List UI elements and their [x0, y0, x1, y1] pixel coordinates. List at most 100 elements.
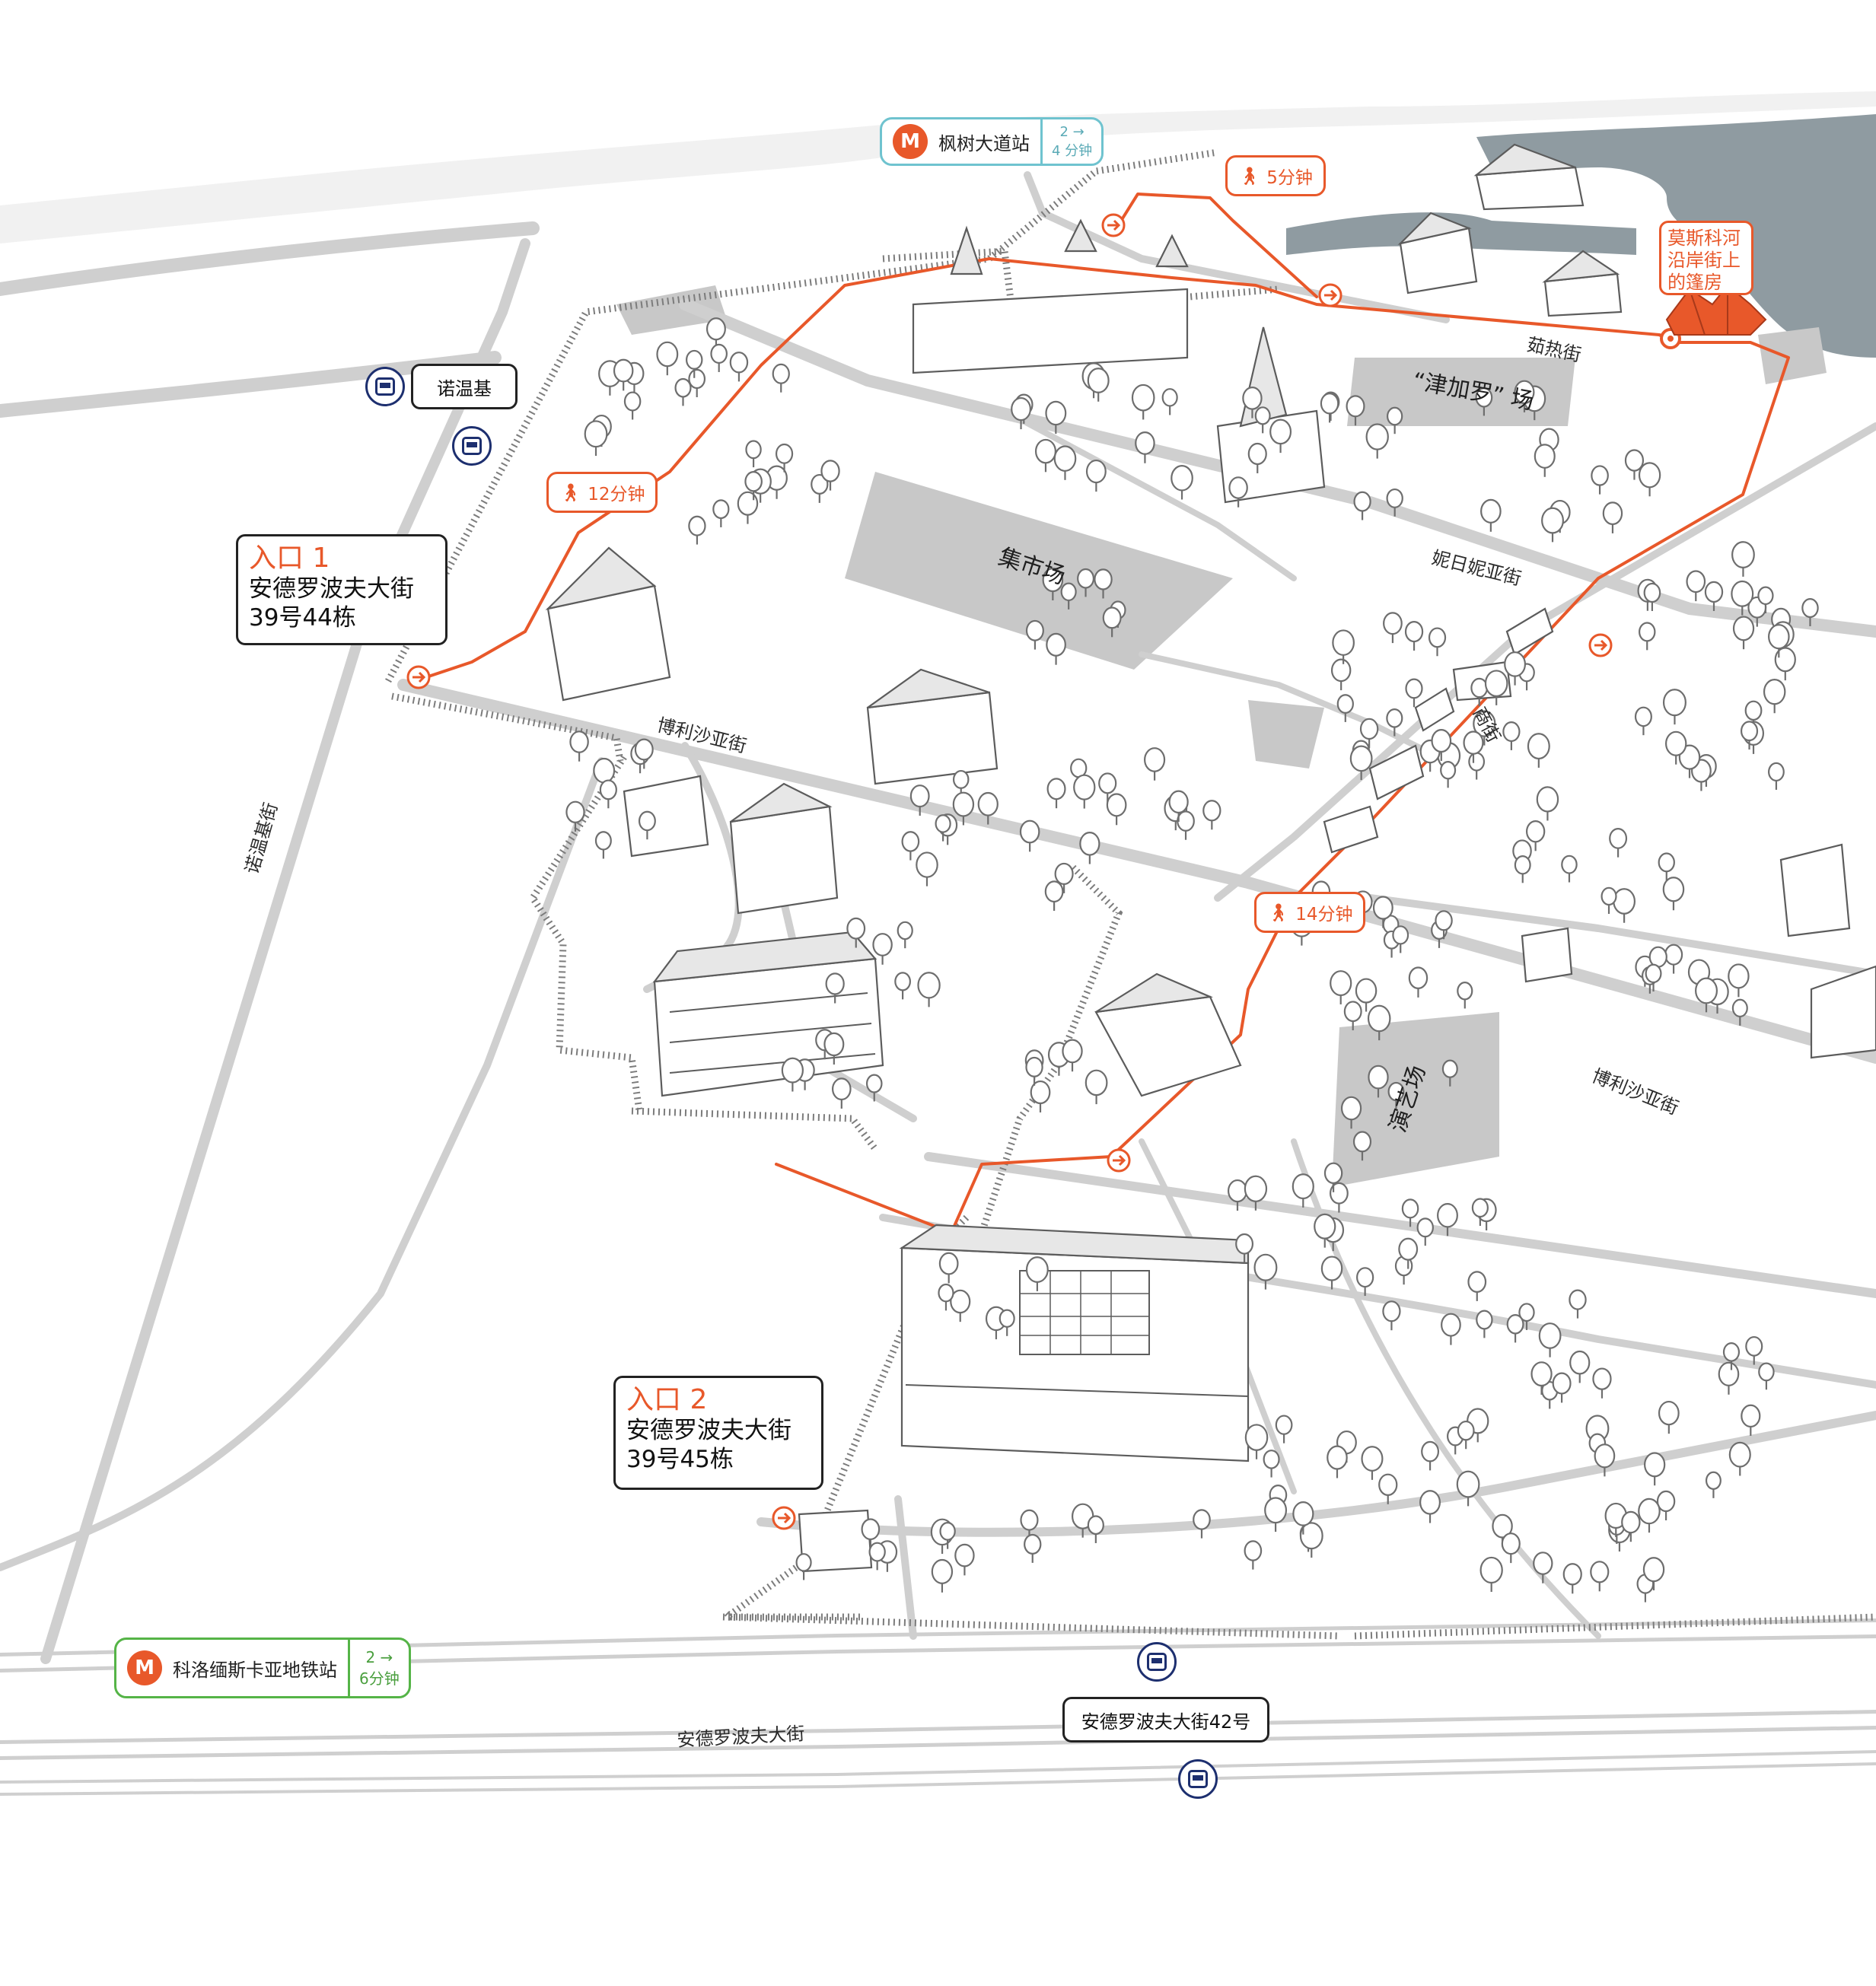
tree-icon: [1387, 1081, 1405, 1110]
tree-icon: [1353, 491, 1371, 520]
tree-icon: [1368, 1065, 1389, 1098]
tree-icon: [1518, 1303, 1535, 1330]
tree-icon: [1292, 1173, 1314, 1208]
tree-icon: [1102, 606, 1122, 638]
bus-icon[interactable]: [452, 426, 492, 466]
tree-icon: [1404, 620, 1424, 651]
tree-icon: [1401, 1198, 1419, 1227]
tree-icon: [1193, 1509, 1211, 1539]
tree-icon: [1731, 541, 1755, 577]
tree-icon: [1704, 581, 1724, 611]
tree-icon: [705, 317, 726, 349]
metro-station-top[interactable]: M 枫树大道站 2 → 4 分钟: [880, 117, 1104, 166]
tree-icon: [1367, 1004, 1391, 1041]
tree-icon: [1471, 1198, 1489, 1227]
tree-icon: [1602, 501, 1623, 533]
entrance-2-callout[interactable]: 入口 2 安德罗波夫大街 39号45栋: [613, 1376, 823, 1490]
tree-icon: [1320, 1256, 1343, 1290]
tree-icon: [865, 1074, 883, 1102]
bus-stop-nuowenji-label[interactable]: 诺温基: [411, 364, 518, 409]
walk-time-12-text: 12分钟: [588, 485, 645, 504]
tree-icon: [1457, 1420, 1475, 1450]
route-arrows: [406, 213, 1681, 1530]
tree-icon: [1552, 1372, 1572, 1403]
tree-icon: [1087, 368, 1110, 402]
tree-icon: [569, 730, 589, 762]
building-icon: [1473, 143, 1585, 211]
tree-icon: [744, 471, 763, 501]
market-square: [845, 472, 1233, 670]
tree-icon: [909, 785, 930, 816]
bus-icon[interactable]: [1178, 1759, 1218, 1799]
building-icon: [545, 546, 671, 702]
tree-icon: [1352, 1131, 1372, 1161]
tree-icon: [1476, 1310, 1493, 1338]
destination-label[interactable]: 莫斯科河 沿岸街上 的篷房: [1659, 221, 1753, 295]
tree-icon: [1263, 1450, 1280, 1478]
tree-icon: [1592, 1367, 1612, 1399]
tree-icon: [638, 810, 656, 840]
tree-icon: [1664, 730, 1687, 765]
tree-icon: [1025, 619, 1044, 650]
tree-icon: [1383, 612, 1403, 644]
tree-icon: [952, 769, 970, 797]
tree-icon: [1538, 1322, 1562, 1357]
tree-icon: [1020, 1509, 1039, 1539]
tree-icon: [1731, 998, 1748, 1026]
tree-icon: [1161, 388, 1178, 415]
tree-icon: [1329, 1182, 1349, 1213]
tree-icon: [1431, 729, 1452, 761]
tree-icon: [1662, 877, 1685, 911]
tree-icon: [634, 738, 654, 769]
buildings: [545, 143, 1876, 1573]
entrance-2-title: 入口 2: [626, 1384, 708, 1415]
entrance-1-callout[interactable]: 入口 1 安德罗波夫大街 39号44栋: [236, 534, 448, 645]
tree-icon: [846, 917, 866, 948]
tree-icon: [1757, 586, 1774, 613]
tree-icon: [1514, 855, 1531, 883]
tree-icon: [1613, 888, 1636, 923]
building-icon: [899, 1224, 1250, 1462]
tree-icon: [712, 499, 730, 527]
bus-stop-andropov42-label[interactable]: 安德罗波夫大街42号: [1062, 1697, 1269, 1743]
metro-station-bottom[interactable]: M 科洛缅斯卡亚地铁站 2 → 6分钟: [114, 1637, 411, 1698]
tree-icon: [1275, 1415, 1293, 1443]
tree-icon: [820, 460, 840, 491]
tree-icon: [772, 363, 790, 393]
tree-icon: [861, 1518, 881, 1548]
tree-icon: [1044, 880, 1064, 911]
tree-icon: [1440, 761, 1457, 788]
walk-icon: 🚶︎: [1267, 902, 1290, 923]
tree-icon: [1656, 1490, 1676, 1521]
tree-icon: [685, 349, 703, 378]
tree-icon: [1054, 862, 1074, 893]
tree-icon: [1386, 406, 1403, 434]
bus-icon[interactable]: [365, 367, 405, 406]
tree-icon: [1530, 1361, 1553, 1395]
tree-icon: [1235, 1233, 1254, 1263]
tree-icon: [1527, 733, 1550, 768]
tree-icon: [1428, 627, 1447, 657]
tree-icon: [1320, 393, 1339, 423]
tree-icon: [1336, 694, 1354, 722]
tree-icon: [1254, 406, 1271, 434]
tree-icon: [1621, 1510, 1641, 1542]
tree-icon: [737, 491, 759, 524]
tree-icon: [1562, 1563, 1582, 1594]
tree-icon: [674, 377, 692, 406]
tree-icon: [901, 831, 920, 861]
arrow-icon: [772, 1506, 796, 1530]
tree-icon: [1463, 730, 1484, 763]
tree-icon: [1242, 387, 1263, 419]
metro-station-top-time-top: 2 →: [1059, 123, 1085, 140]
bus-icon[interactable]: [1137, 1642, 1177, 1682]
metro-station-top-name: 枫树大道站: [938, 132, 1030, 154]
tree-icon: [1077, 568, 1095, 597]
tree-icon: [1456, 1470, 1480, 1507]
tree-icon: [811, 473, 829, 503]
tree-icon: [1228, 476, 1248, 508]
tree-icon: [931, 1558, 954, 1593]
tree-icon: [795, 1553, 812, 1580]
tree-icon: [1327, 1445, 1348, 1478]
